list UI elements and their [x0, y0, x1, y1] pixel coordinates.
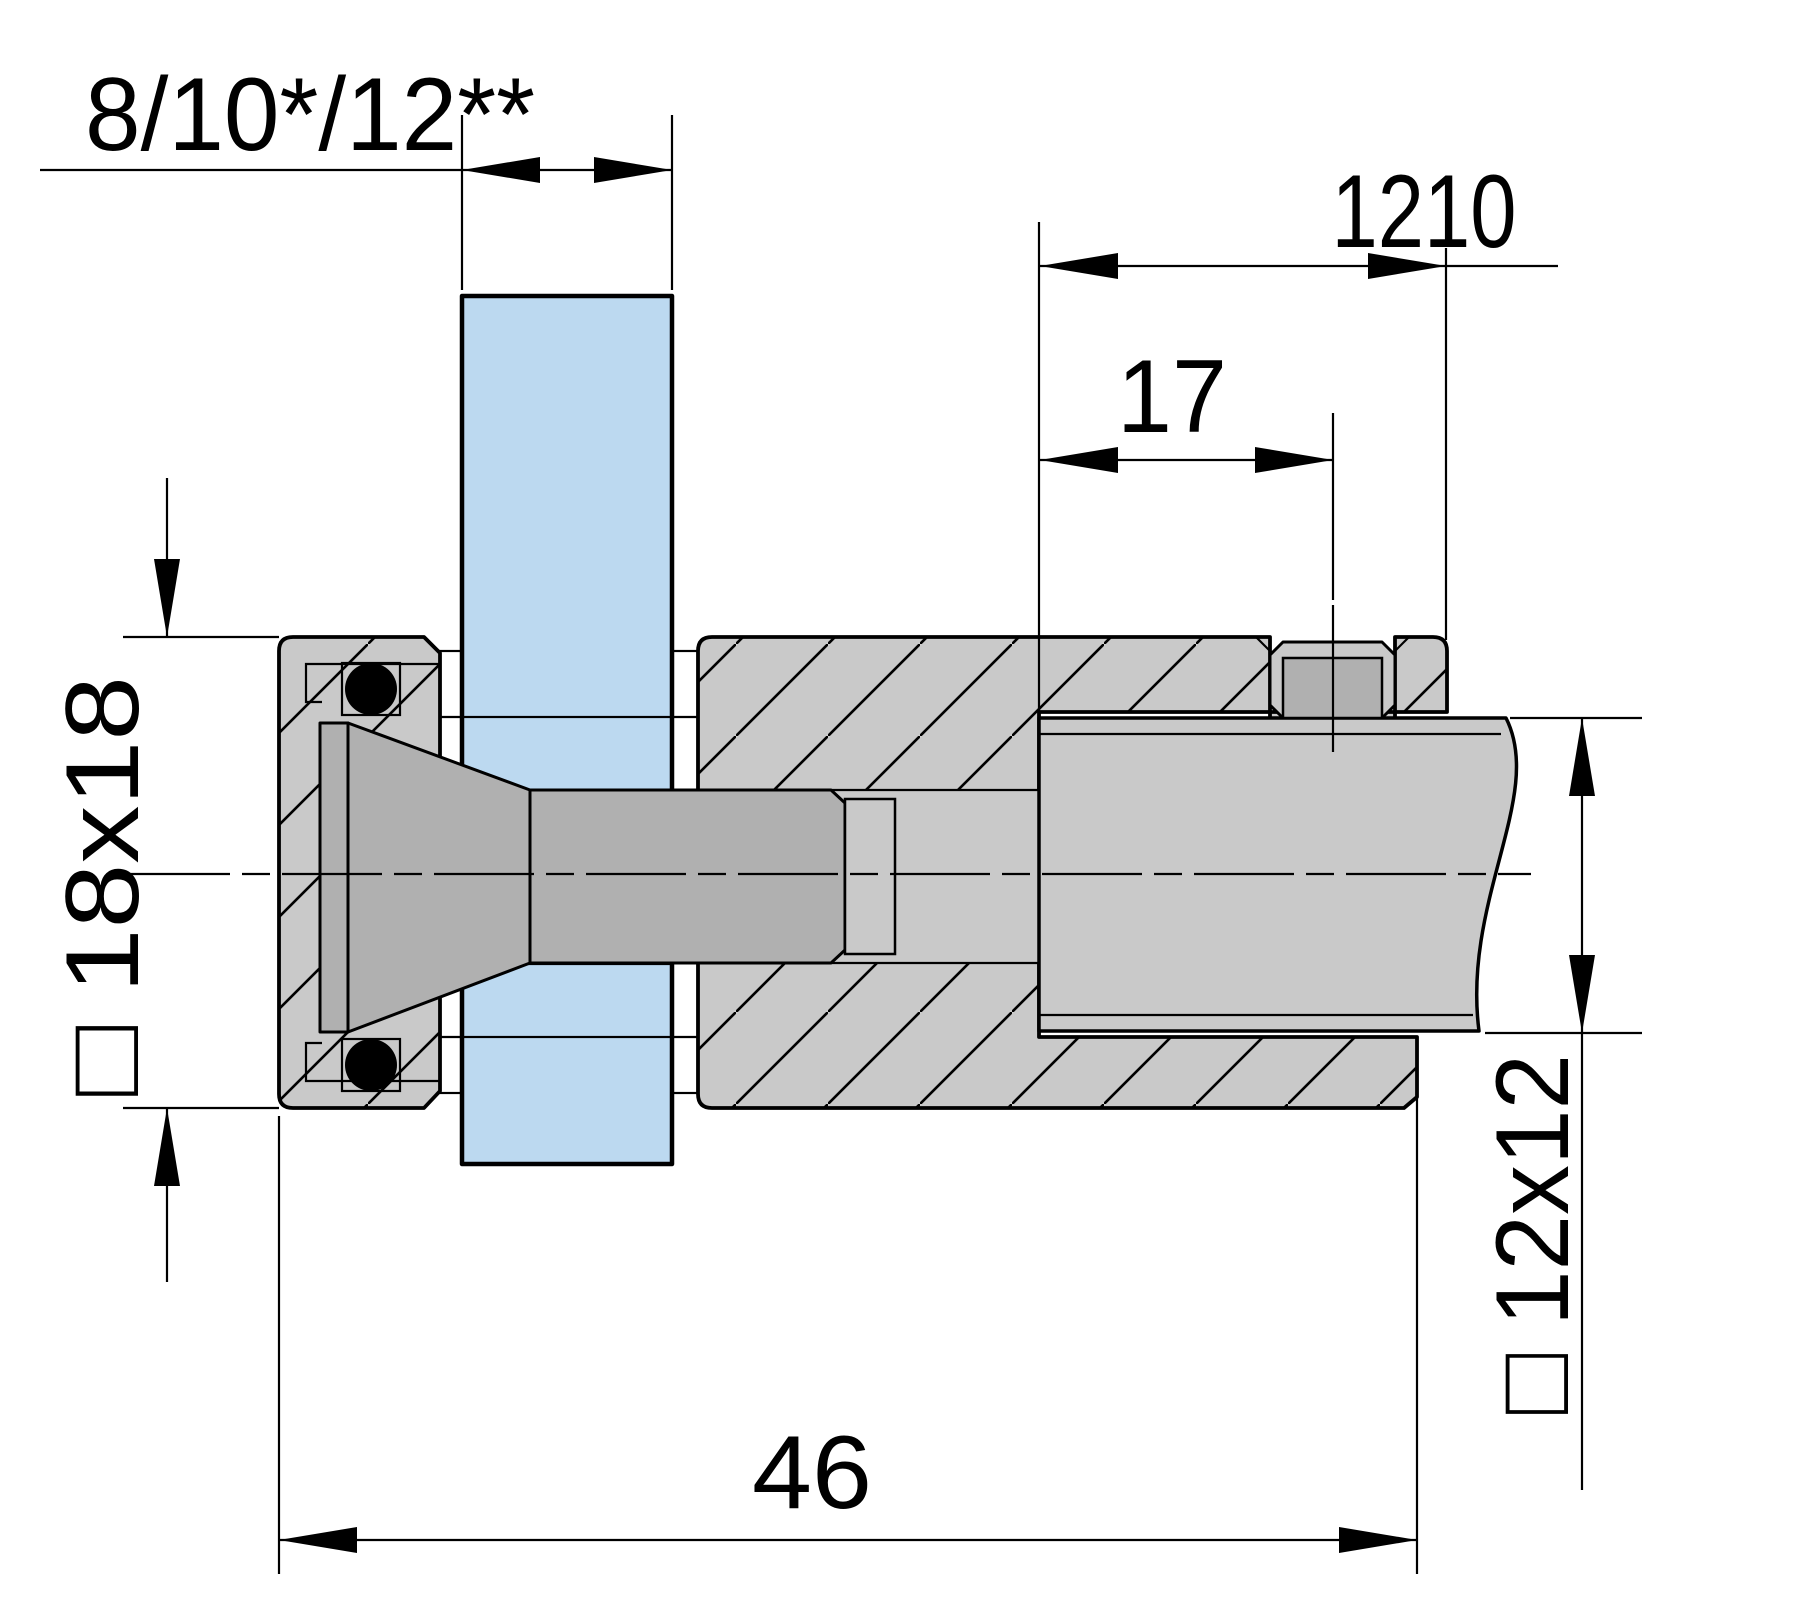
o-ring-bottom [340, 1037, 402, 1093]
model-label: 1210 [1332, 154, 1517, 270]
tube-size-label: □ 12x12 [1475, 1054, 1591, 1414]
o-ring-top [340, 661, 402, 717]
overall-depth-label: 46 [752, 1415, 872, 1531]
glass-thickness-label: 8/10*/12** [85, 57, 535, 173]
dimension-18x18: □ 18x18 [45, 478, 279, 1282]
dimension-17: 17 [1040, 339, 1335, 600]
screw-shank [528, 788, 847, 965]
set-screw-offset-label: 17 [1117, 339, 1227, 455]
cap-size-label: □ 18x18 [45, 676, 161, 1096]
set-screw [1268, 605, 1397, 752]
dimension-glass-thickness: 8/10*/12** [40, 57, 674, 290]
dimension-46: 46 [277, 1045, 1419, 1574]
countersunk-screw [318, 721, 897, 1034]
glass-panel [459, 293, 675, 1167]
dimension-12x12: □ 12x12 [1475, 716, 1642, 1490]
dimension-1210: 1210 [1037, 154, 1558, 748]
screw-collar [843, 797, 897, 956]
